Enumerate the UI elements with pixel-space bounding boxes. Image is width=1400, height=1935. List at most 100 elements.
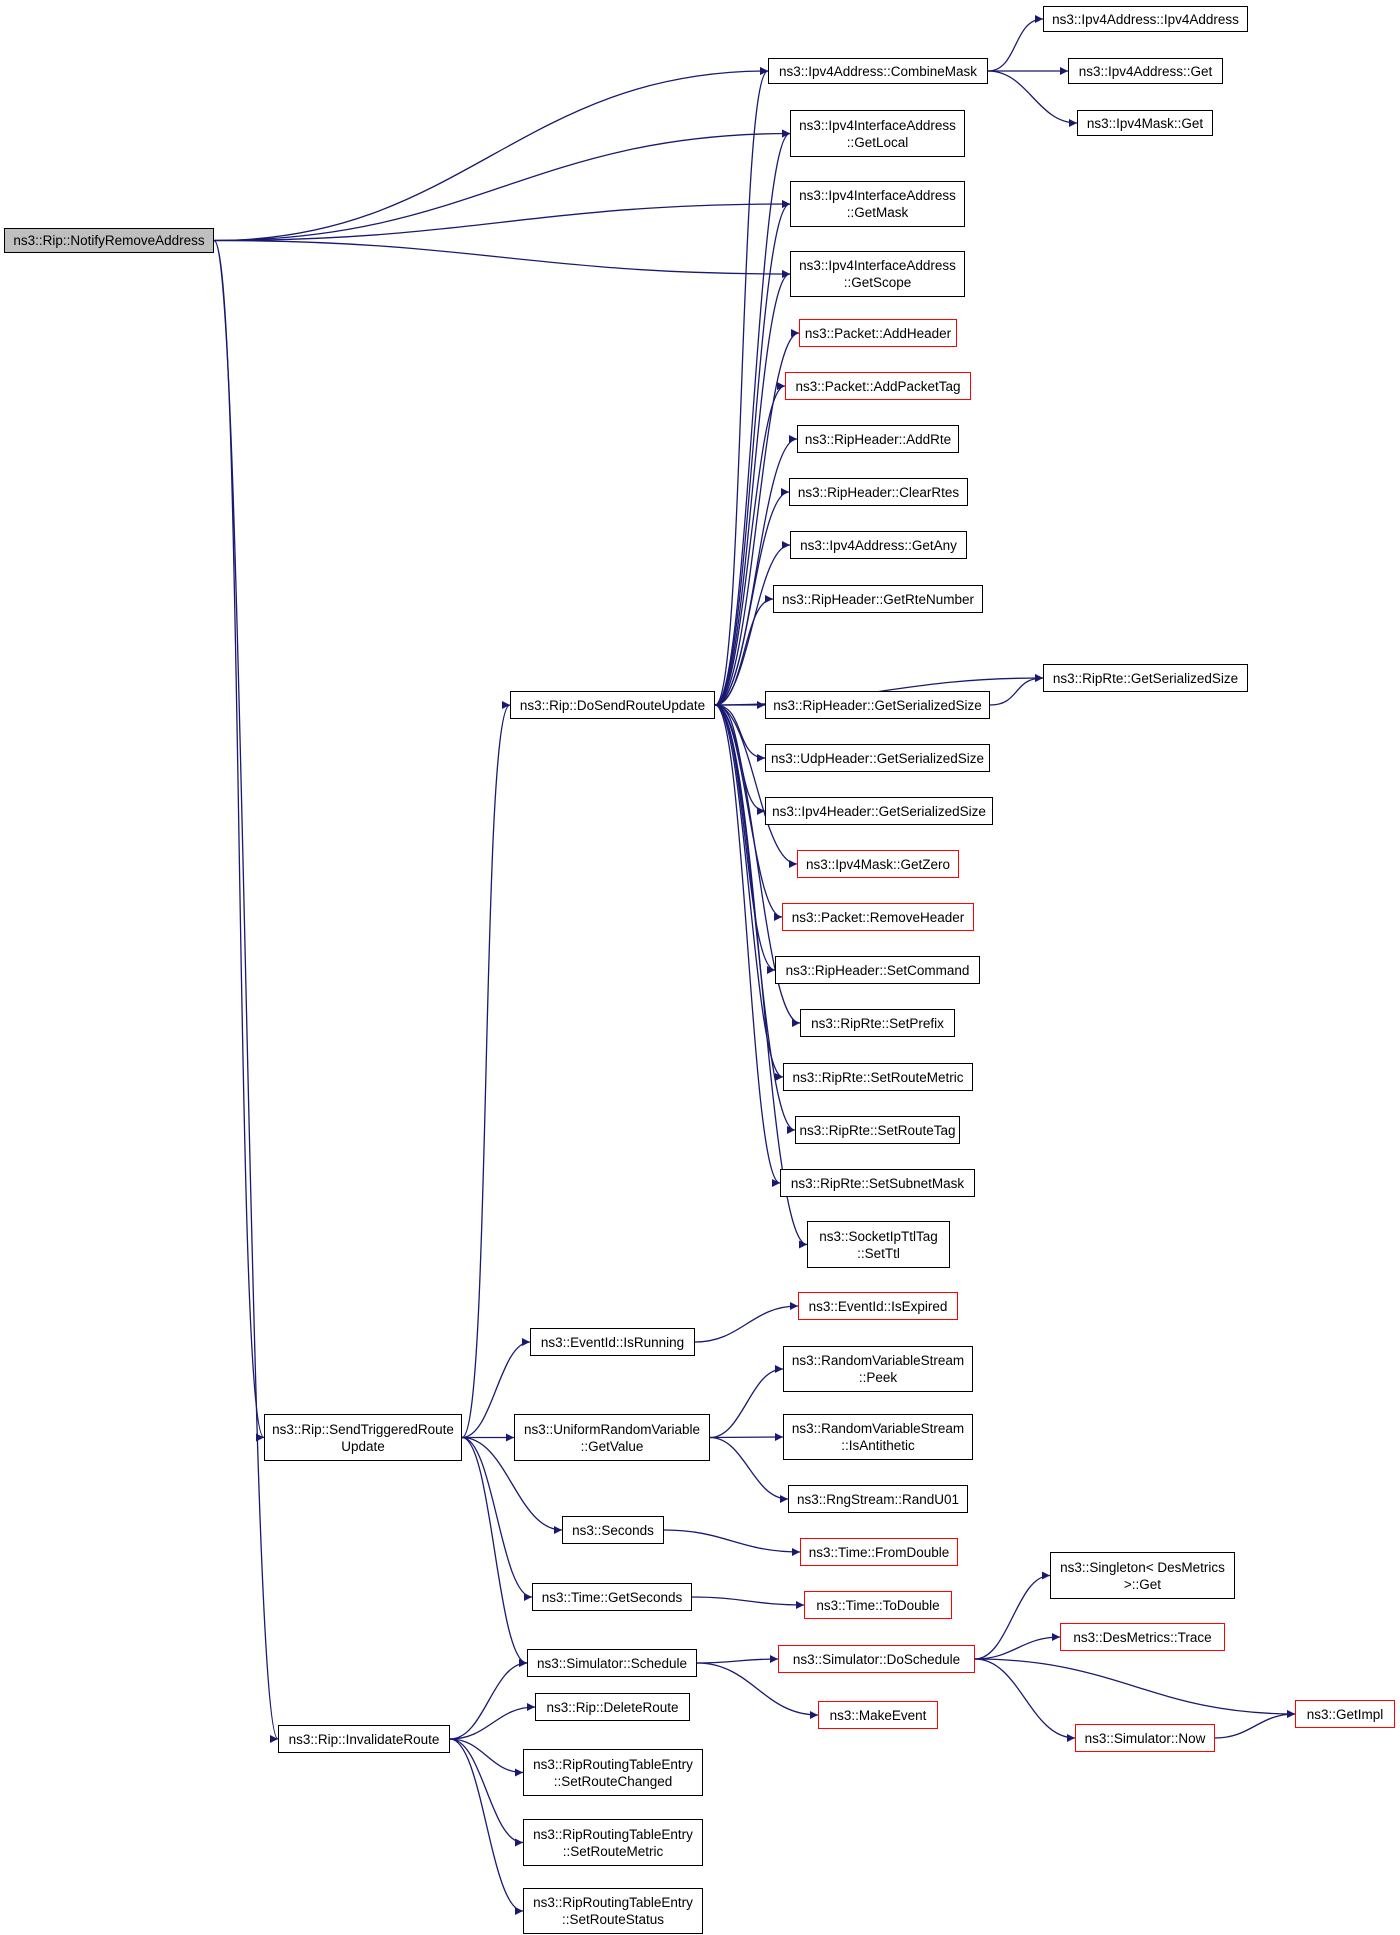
function-node-randu01[interactable]: ns3::RngStream::RandU01 <box>788 1485 968 1513</box>
call-edge-sendTrig-to-doSend <box>461 701 511 1439</box>
function-node-setcommand[interactable]: ns3::RipHeader::SetCommand <box>775 956 980 984</box>
function-node-label: ns3::Ipv4InterfaceAddress::GetLocal <box>799 117 956 151</box>
function-node-label: ns3::RipRoutingTableEntry::SetRouteChang… <box>533 1756 693 1790</box>
function-node-entrystatus[interactable]: ns3::RipRoutingTableEntry::SetRouteStatu… <box>523 1888 703 1934</box>
function-node-label: ns3::EventId::IsExpired <box>809 1298 948 1315</box>
function-node-udpSize[interactable]: ns3::UdpHeader::GetSerializedSize <box>765 744 990 772</box>
function-node-label-line: ::GetMask <box>846 205 909 220</box>
function-node-getmask[interactable]: ns3::Ipv4InterfaceAddress::GetMask <box>790 181 965 227</box>
function-node-peek[interactable]: ns3::RandomVariableStream::Peek <box>783 1346 973 1392</box>
function-node-ripHdrSize[interactable]: ns3::RipHeader::GetSerializedSize <box>765 691 990 719</box>
function-node-setttl[interactable]: ns3::SocketIpTtlTag::SetTtl <box>807 1221 950 1268</box>
function-node-label: ns3::SocketIpTtlTag::SetTtl <box>819 1228 938 1262</box>
call-edge-doSend-to-addpackettag <box>714 382 786 706</box>
function-node-getlocal[interactable]: ns3::Ipv4InterfaceAddress::GetLocal <box>790 110 965 157</box>
function-node-label: ns3::Simulator::Schedule <box>537 1655 687 1672</box>
function-node-label-line: ::Peek <box>858 1370 898 1385</box>
function-node-label: ns3::RipHeader::GetSerializedSize <box>773 697 982 714</box>
function-node-label: ns3::Rip::InvalidateRoute <box>289 1731 440 1748</box>
function-node-label-line: ns3::Packet::AddPacketTag <box>795 378 961 394</box>
call-edge-notify-to-combine <box>213 67 769 242</box>
function-node-label-line: ns3::RipRoutingTableEntry <box>533 1756 693 1772</box>
function-node-doSend[interactable]: ns3::Rip::DoSendRouteUpdate <box>510 691 715 719</box>
function-node-ipv4addr[interactable]: ns3::Ipv4Address::Ipv4Address <box>1043 6 1248 32</box>
function-node-label-line: ::GetValue <box>580 1438 644 1454</box>
call-edge-notify-to-sendTrig <box>213 239 265 1442</box>
function-node-invalidate[interactable]: ns3::Rip::InvalidateRoute <box>278 1725 450 1753</box>
function-node-label-line: ns3::Packet::AddHeader <box>804 325 952 341</box>
function-node-label: ns3::RipRte::SetRouteMetric <box>792 1069 963 1086</box>
function-node-setroutechanged[interactable]: ns3::RipRoutingTableEntry::SetRouteChang… <box>523 1749 703 1796</box>
function-node-label: ns3::RipRoutingTableEntry::SetRouteStatu… <box>533 1894 693 1928</box>
function-node-label-line: ns3::RipHeader::GetSerializedSize <box>773 697 982 713</box>
function-node-label-line: ns3::Rip::DoSendRouteUpdate <box>519 697 706 713</box>
function-node-getseconds[interactable]: ns3::Time::GetSeconds <box>532 1583 692 1611</box>
function-node-clearrtes[interactable]: ns3::RipHeader::ClearRtes <box>789 478 968 506</box>
function-node-label-line: ns3::RipHeader::ClearRtes <box>797 484 960 500</box>
function-node-label: ns3::Rip::DeleteRoute <box>546 1699 678 1716</box>
function-node-label-line: ns3::RipRte::SetRouteTag <box>799 1122 956 1138</box>
function-node-setroutemetric[interactable]: ns3::RipRte::SetRouteMetric <box>783 1063 973 1091</box>
function-node-label-line: ns3::Ipv4InterfaceAddress <box>799 117 956 133</box>
function-node-fromdouble[interactable]: ns3::Time::FromDouble <box>800 1538 958 1566</box>
function-node-label: ns3::RandomVariableStream::IsAntithetic <box>792 1420 964 1454</box>
function-node-label-line: ns3::UdpHeader::GetSerializedSize <box>770 750 985 766</box>
function-node-ipv4HdrSize[interactable]: ns3::Ipv4Header::GetSerializedSize <box>765 797 993 825</box>
function-node-removeheader[interactable]: ns3::Packet::RemoveHeader <box>782 903 974 931</box>
call-edge-notify-to-getmask <box>213 200 791 242</box>
function-node-doschedule[interactable]: ns3::Simulator::DoSchedule <box>778 1645 975 1673</box>
function-node-label-line: ns3::RandomVariableStream <box>791 1353 965 1368</box>
function-node-schedule[interactable]: ns3::Simulator::Schedule <box>527 1649 697 1677</box>
function-node-label: ns3::Time::GetSeconds <box>542 1589 683 1606</box>
function-node-label-line: ns3::Rip::DeleteRoute <box>546 1699 679 1715</box>
function-node-label-line: ns3::RipRoutingTableEntry <box>533 1826 693 1842</box>
function-node-label-line: ns3::Simulator::Schedule <box>536 1655 688 1671</box>
function-node-setsubnetmask[interactable]: ns3::RipRte::SetSubnetMask <box>780 1169 975 1197</box>
function-node-label-line: ns3::GetImpl <box>1306 1706 1384 1722</box>
function-node-deleteroute[interactable]: ns3::Rip::DeleteRoute <box>535 1693 690 1721</box>
function-node-label-line: ns3::Ipv4InterfaceAddress <box>799 258 956 273</box>
function-node-label-line: ns3::Rip::InvalidateRoute <box>288 1731 440 1747</box>
function-node-label: ns3::RipRte::SetRouteTag <box>799 1122 955 1139</box>
function-node-addpackettag[interactable]: ns3::Packet::AddPacketTag <box>785 372 971 400</box>
function-node-entrymetric[interactable]: ns3::RipRoutingTableEntry::SetRouteMetri… <box>523 1819 703 1866</box>
function-node-label-line: ns3::Ipv4Address::Get <box>1078 63 1213 79</box>
function-node-label-line: ns3::RipHeader::AddRte <box>804 431 952 447</box>
function-node-todouble[interactable]: ns3::Time::ToDouble <box>804 1591 952 1619</box>
call-edge-doschedule-to-getimpl <box>974 1658 1296 1718</box>
function-node-maskget[interactable]: ns3::Ipv4Mask::Get <box>1077 110 1213 136</box>
function-node-addrget[interactable]: ns3::Ipv4Address::Get <box>1068 58 1223 84</box>
function-node-isexpired[interactable]: ns3::EventId::IsExpired <box>798 1292 958 1320</box>
function-node-makeevent[interactable]: ns3::MakeEvent <box>818 1701 938 1729</box>
function-node-ripRteSize[interactable]: ns3::RipRte::GetSerializedSize <box>1043 664 1248 692</box>
function-node-getany[interactable]: ns3::Ipv4Address::GetAny <box>790 531 967 559</box>
function-node-combine[interactable]: ns3::Ipv4Address::CombineMask <box>768 58 988 84</box>
call-edge-getseconds-to-todouble <box>691 1596 805 1609</box>
function-node-label: ns3::RipHeader::GetRteNumber <box>782 591 974 608</box>
function-node-setprefix[interactable]: ns3::RipRte::SetPrefix <box>800 1009 955 1037</box>
function-node-label-line: ns3::RandomVariableStream <box>791 1421 965 1436</box>
function-node-singleton[interactable]: ns3::Singleton< DesMetrics>::Get <box>1050 1552 1235 1599</box>
function-node-getrtenumber[interactable]: ns3::RipHeader::GetRteNumber <box>773 585 983 613</box>
function-node-isrunning[interactable]: ns3::EventId::IsRunning <box>530 1328 695 1356</box>
function-node-getscope[interactable]: ns3::Ipv4InterfaceAddress::GetScope <box>790 251 965 297</box>
function-node-getzero[interactable]: ns3::Ipv4Mask::GetZero <box>797 850 959 878</box>
function-node-getvalue[interactable]: ns3::UniformRandomVariable::GetValue <box>514 1414 710 1461</box>
function-node-label-line: ns3::Simulator::DoSchedule <box>792 1651 961 1667</box>
function-node-label-line: ns3::RipHeader::SetCommand <box>785 962 970 978</box>
function-node-label: ns3::RipRoutingTableEntry::SetRouteMetri… <box>533 1826 693 1860</box>
function-node-getimpl[interactable]: ns3::GetImpl <box>1295 1700 1395 1728</box>
function-node-label: ns3::Seconds <box>572 1522 654 1539</box>
function-node-now[interactable]: ns3::Simulator::Now <box>1075 1724 1215 1752</box>
function-node-isantithetic[interactable]: ns3::RandomVariableStream::IsAntithetic <box>783 1414 973 1460</box>
function-node-seconds[interactable]: ns3::Seconds <box>562 1516 664 1544</box>
function-node-addheader[interactable]: ns3::Packet::AddHeader <box>799 319 957 347</box>
function-node-label-line: ::SetRouteStatus <box>561 1912 665 1927</box>
function-node-notify[interactable]: ns3::Rip::NotifyRemoveAddress <box>4 228 214 253</box>
call-edge-doSend-to-getmask <box>714 200 791 706</box>
function-node-setroutetag[interactable]: ns3::RipRte::SetRouteTag <box>795 1116 960 1144</box>
function-node-addrte[interactable]: ns3::RipHeader::AddRte <box>797 425 959 453</box>
function-node-trace[interactable]: ns3::DesMetrics::Trace <box>1060 1623 1225 1651</box>
